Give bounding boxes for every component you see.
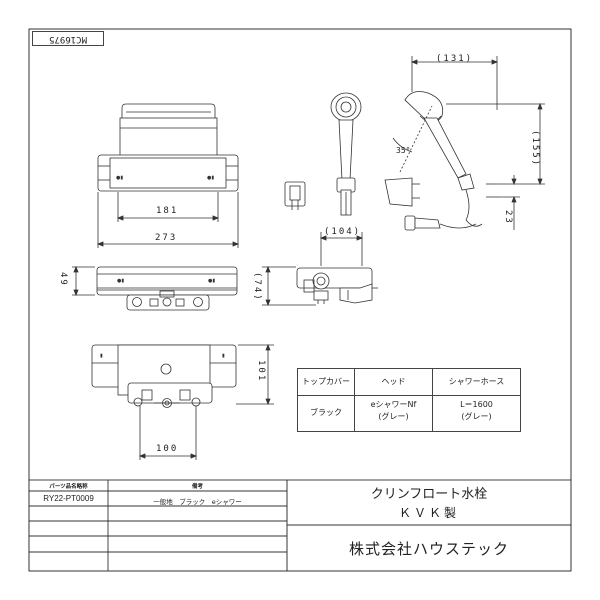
shower-head-front bbox=[284, 92, 362, 216]
dim-273: 273 bbox=[155, 233, 178, 243]
svg-text:●▮: ●▮ bbox=[207, 175, 214, 181]
dim-74: (74) bbox=[252, 272, 262, 302]
parts-header-name: パーツ品名略称 bbox=[49, 484, 88, 490]
spec-header-head: ヘッド bbox=[381, 377, 406, 386]
parts-header-note: 備考 bbox=[191, 484, 203, 490]
svg-text:▮: ▮ bbox=[222, 353, 225, 359]
dim-35-deg: 35° bbox=[396, 146, 411, 155]
spec-header-hose: シャワーホース bbox=[448, 377, 505, 386]
product-maker: ＫＶＫ製 bbox=[398, 506, 459, 520]
spec-table: トップカバー ヘッド シャワーホース ブラック eシャワーNf (グレー) L＝… bbox=[297, 368, 521, 432]
title-block-lines bbox=[28, 479, 572, 572]
svg-text:●▮: ●▮ bbox=[117, 278, 124, 284]
dim-49: 49 bbox=[58, 272, 68, 287]
dim-101: 101 bbox=[256, 360, 266, 383]
dim-131: (131) bbox=[436, 54, 474, 64]
parts-row-note: 一般地 ブラック eシャワー bbox=[153, 498, 242, 506]
drawing-id: MC16975 bbox=[32, 31, 104, 46]
svg-text:●▮: ●▮ bbox=[208, 278, 215, 284]
product-name: クリンフロート水栓 bbox=[370, 487, 488, 502]
dim-181: 181 bbox=[156, 206, 179, 216]
company-name: 株式会社ハウステック bbox=[348, 540, 509, 558]
dim-23: 23 bbox=[503, 210, 513, 225]
dim-155: (155) bbox=[530, 130, 540, 168]
spec-cell-head: eシャワーNf (グレー) bbox=[370, 400, 417, 421]
dim-100: 100 bbox=[156, 444, 179, 454]
front-lower-view: ●▮ ●▮ bbox=[72, 265, 238, 311]
svg-text:●▮: ●▮ bbox=[116, 175, 123, 181]
side-view bbox=[262, 232, 378, 307]
svg-text:▮: ▮ bbox=[100, 353, 103, 359]
shower-head-side bbox=[384, 56, 545, 231]
dim-104: (104) bbox=[324, 227, 362, 237]
spec-cell-topcover: ブラック bbox=[310, 408, 342, 417]
front-view: ●▮ ●▮ bbox=[96, 103, 240, 248]
bottom-view: ▮ ▮ bbox=[91, 343, 274, 460]
parts-row-code: RY22-PT0009 bbox=[43, 494, 94, 503]
spec-cell-hose: L＝1600 (グレー) bbox=[460, 400, 493, 421]
spec-header-topcover: トップカバー bbox=[302, 377, 350, 386]
